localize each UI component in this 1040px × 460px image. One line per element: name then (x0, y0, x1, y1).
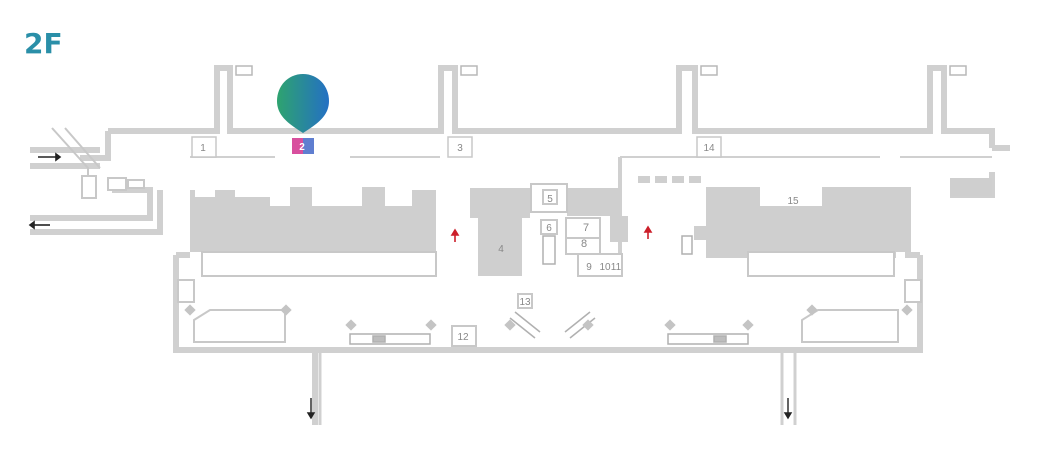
room-label-3: 3 (457, 143, 463, 154)
escalators (349, 235, 749, 345)
room-label-15: 15 (787, 196, 799, 207)
room-label-1: 1 (200, 143, 206, 154)
blocks (190, 176, 992, 276)
arrow-down-icon (306, 398, 316, 420)
location-pin[interactable]: 2 (277, 74, 329, 154)
pillars (184, 304, 913, 331)
room-labels: 1 3 4 5 6 7 8 9 10 11 12 13 14 15 (200, 143, 799, 343)
room-boxes (191, 136, 722, 158)
room-label-11: 11 (611, 262, 622, 273)
left-entry-stairs (51, 127, 145, 199)
arrow-down-icon (783, 398, 793, 420)
room-label-9: 9 (586, 262, 592, 273)
arrow-up-red-icon (643, 225, 653, 239)
map-pin-icon (277, 74, 329, 133)
floor-title: 2F (24, 27, 63, 60)
room-label-6: 6 (546, 223, 552, 234)
room-label-14: 14 (703, 143, 715, 154)
arrow-right-icon (38, 152, 62, 162)
room-label-12: 12 (457, 332, 469, 343)
arrow-up-red-icon (450, 228, 460, 242)
room-label-4: 4 (498, 244, 504, 255)
inner-outlines (177, 183, 922, 347)
room-label-2: 2 (299, 142, 305, 153)
arrow-left-icon (28, 220, 50, 230)
room-label-8: 8 (581, 238, 587, 250)
room-label-7: 7 (583, 222, 589, 234)
room-label-5: 5 (547, 194, 553, 205)
room-label-13: 13 (519, 297, 531, 308)
room-label-10: 10 (599, 262, 611, 273)
staircases-top (235, 65, 967, 76)
